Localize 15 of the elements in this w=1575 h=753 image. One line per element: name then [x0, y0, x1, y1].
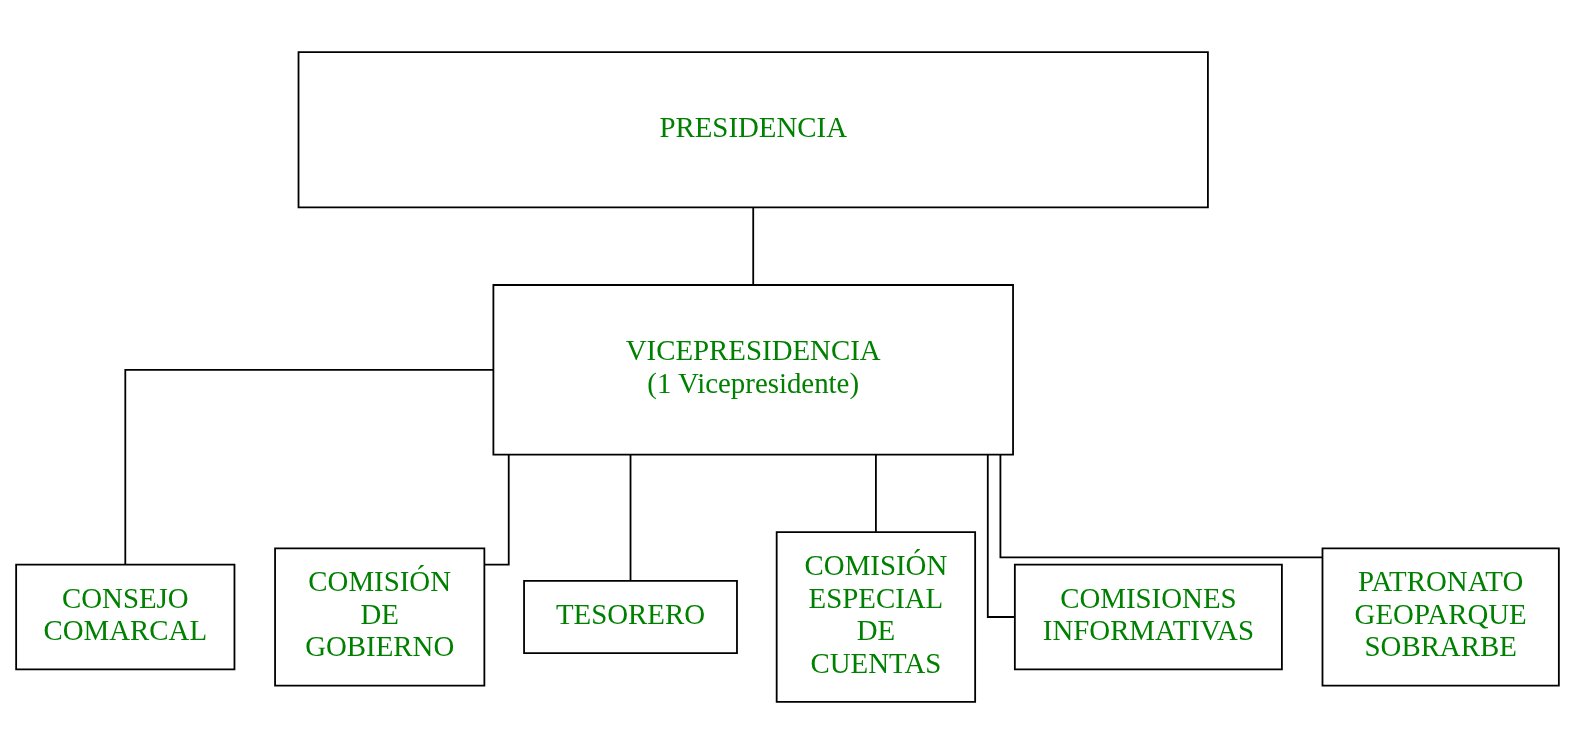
node-box: COMISIÓN DE GOBIERNO: [274, 547, 486, 686]
node-box: COMISIONES INFORMATIVAS: [1013, 563, 1283, 670]
node-box: PATRONATO GEOPARQUE SOBRARBE: [1321, 547, 1560, 686]
connector: [875, 453, 877, 533]
node-box: CONSEJO COMARCAL: [15, 563, 236, 670]
node-box: VICEPRESIDENCIA (1 Vicepresidente): [492, 283, 1014, 455]
connector: [986, 453, 1016, 618]
connector: [124, 368, 495, 565]
node-box: COMISIÓN ESPECIAL DE CUENTAS: [775, 530, 977, 703]
node-box: PRESIDENCIA: [297, 50, 1209, 208]
connector: [999, 453, 1323, 558]
connector: [483, 453, 510, 566]
connector: [752, 206, 755, 286]
connector: [629, 453, 632, 582]
node-box: TESORERO: [523, 579, 738, 654]
